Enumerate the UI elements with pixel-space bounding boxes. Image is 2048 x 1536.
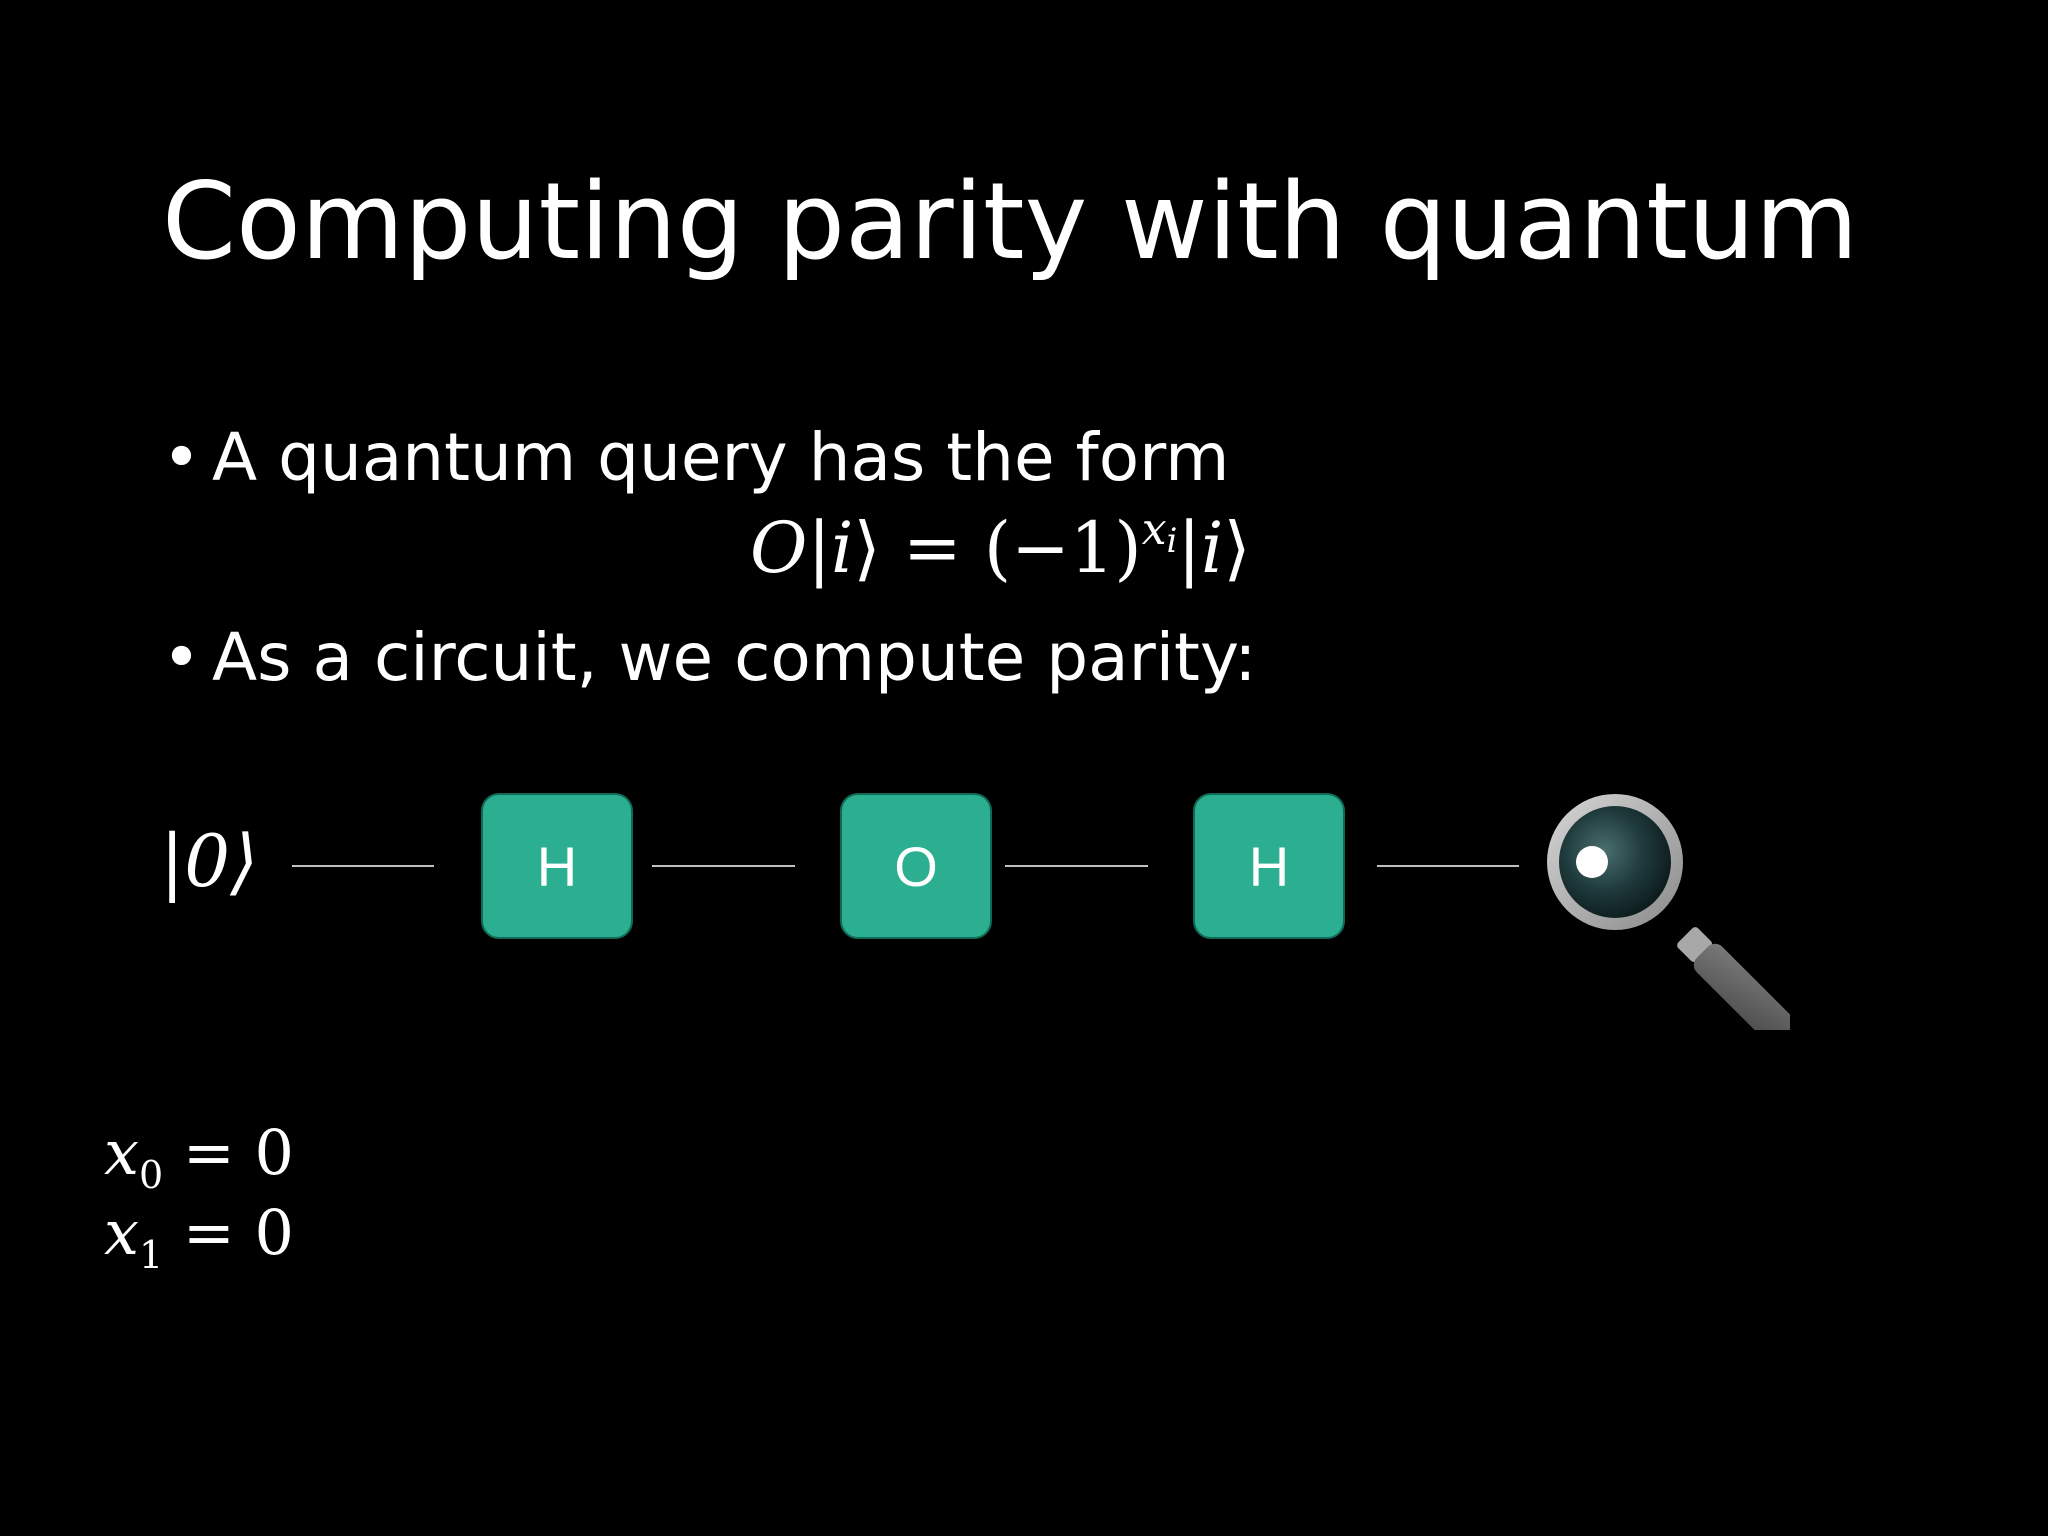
variable-value: 0 (254, 1196, 294, 1269)
bullet-text: A quantum query has the form (212, 419, 1230, 496)
formula-equals: = (902, 507, 962, 589)
oracle-formula: O|i⟩ = (−1)xi|i⟩ (750, 504, 1251, 590)
bullet-query-form: •A quantum query has the form (162, 418, 1229, 497)
variable-x0: x0 = 0 (104, 1116, 294, 1199)
variable-subscript: 0 (138, 1153, 164, 1197)
input-state-label: |0⟩ (160, 819, 259, 903)
variable-subscript: 1 (138, 1233, 164, 1277)
variable-value: 0 (254, 1116, 294, 1189)
circuit-wire (292, 865, 434, 867)
formula-exponent-var: x (1141, 504, 1167, 555)
variable-name: x (104, 1116, 139, 1189)
variable-equals: = (182, 1196, 235, 1269)
formula-ket-open: | (807, 507, 831, 589)
input-state-ket: |0⟩ (160, 818, 258, 904)
bullet-circuit: •As a circuit, we compute parity: (162, 618, 1256, 697)
circuit-wire (1377, 865, 1519, 867)
circuit-wire (1005, 865, 1148, 867)
bullet-dot: • (162, 419, 201, 496)
slide-title: Computing parity with quantum (162, 160, 1859, 283)
circuit-wire (652, 865, 795, 867)
formula-rhs-index: i (1200, 507, 1224, 589)
formula-ket-close: ⟩ (853, 507, 881, 589)
bullet-dot: • (162, 619, 201, 696)
magnifying-glass-icon (1547, 794, 1790, 1030)
oracle-gate: O (840, 793, 992, 939)
formula-index: i (830, 507, 854, 589)
formula-exponent-sub: i (1166, 521, 1178, 561)
variable-name: x (104, 1196, 139, 1269)
variable-equals: = (182, 1116, 235, 1189)
formula-operator: O (750, 507, 808, 589)
variable-x1: x1 = 0 (104, 1196, 294, 1279)
bullet-text: As a circuit, we compute parity: (212, 619, 1257, 696)
formula-rhs-ket-close: ⟩ (1223, 507, 1251, 589)
formula-exponent: xi (1141, 504, 1178, 561)
hadamard-gate: H (481, 793, 633, 939)
hadamard-gate: H (1193, 793, 1345, 939)
formula-base: (−1) (983, 507, 1142, 589)
formula-rhs-ket-open: | (1177, 507, 1201, 589)
